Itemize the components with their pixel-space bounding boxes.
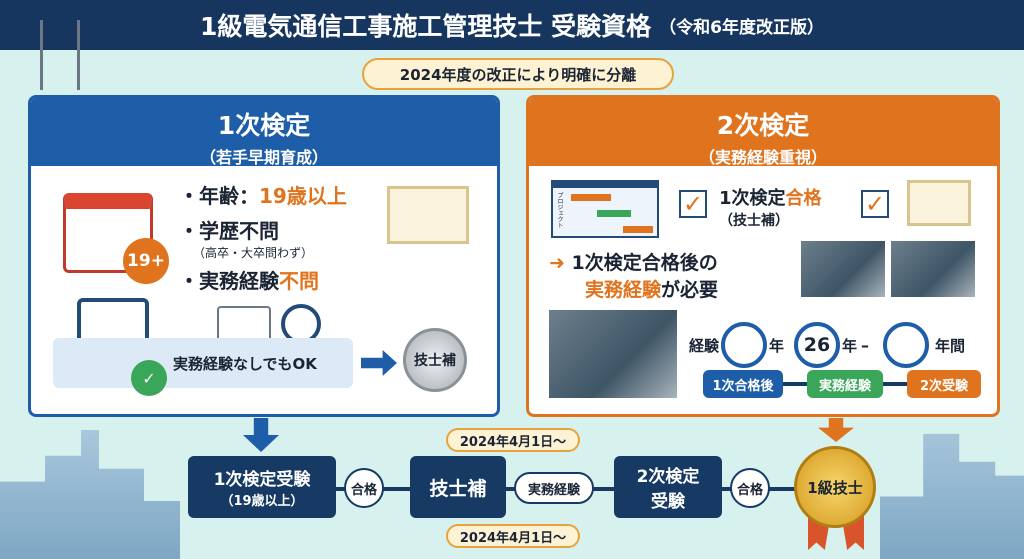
age-value: 19歳以上 [259, 184, 347, 208]
first-exam-title: 1次検定 [217, 111, 311, 140]
education-label: ・学歴不問 [179, 219, 279, 243]
flow-second-exam: 2次検定 受験 [614, 456, 722, 518]
antenna-tower-icon [40, 20, 80, 90]
arrow-down-icon [818, 418, 854, 442]
ok-text: 実務経験なしでもOK [173, 354, 317, 373]
experience-value: 不問 [279, 269, 319, 293]
city-skyline-left [0, 430, 180, 559]
gantt-label: プロジェクト [556, 192, 563, 228]
pass-requirement: 1次検定合格 （技士補） [719, 184, 822, 230]
year-unit: 年 [842, 336, 858, 355]
revision-banner: 2024年度の改正により明確に分離 [362, 58, 674, 90]
flow-step3-line2: 受験 [651, 492, 685, 512]
step-second-exam: 2次受験 [907, 370, 981, 398]
flow-step1-label: 1次検定受験 [213, 470, 311, 490]
title-bar: 1級電気通信工事施工管理技士 受験資格 （令和6年度改正版） [0, 0, 1024, 50]
arrow-right-icon [361, 350, 397, 376]
dash: – [861, 335, 870, 355]
flow-step2-label: 技士補 [429, 477, 487, 500]
worker-photo [801, 241, 885, 297]
second-exam-header: 2次検定 （実務経験重視） [529, 98, 997, 167]
flow-experience: 実務経験 [514, 472, 594, 504]
arrow-icon [783, 382, 807, 386]
flow-assistant: 技士補 [410, 456, 506, 518]
certificate-icon [387, 186, 469, 244]
education-note: （高卒・大卒問わず） [193, 246, 314, 260]
worker-photo [549, 310, 677, 398]
first-exam-requirements: ・年齢：19歳以上 ・学歴不問 （高卒・大卒問わず） ・実務経験不問 [179, 180, 347, 294]
years-clock: 26 [794, 322, 841, 368]
clock-icon [721, 322, 768, 368]
certificate-icon [907, 180, 971, 226]
worker-photo [891, 241, 975, 297]
page-title: 1級電気通信工事施工管理技士 受験資格 [200, 12, 652, 41]
flow-first-exam: 1次検定受験 （19歳以上） [188, 456, 336, 518]
checkbox-icon: ✓ [861, 190, 889, 218]
date-bubble-top: 2024年4月1日～ [446, 428, 580, 452]
exp-prefix: 経験 [689, 336, 720, 355]
second-exam-subtitle: （実務経験重視） [698, 148, 827, 167]
page-subtitle: （令和6年度改正版） [659, 17, 824, 38]
first-class-medal: 1級技士 [794, 446, 876, 528]
age-label: ・年齢： [179, 184, 259, 208]
clock-icon [883, 322, 930, 368]
second-exam-title: 2次検定 [716, 111, 810, 140]
need-line1: 1次検定合格後の [571, 252, 718, 274]
pass-label: 1次検定 [719, 188, 786, 209]
first-exam-panel: 1次検定 （若手早期育成） 19+ ・年齢：19歳以上 ・学歴不問 （高卒・大卒… [28, 95, 500, 417]
arrow-down-icon [243, 418, 279, 452]
flow-pass-1: 合格 [344, 468, 384, 508]
final-label: 1級技士 [807, 478, 863, 497]
years-value: 26 [803, 334, 831, 356]
first-exam-subtitle: （若手早期育成） [199, 148, 328, 167]
need-rest: が必要 [661, 279, 719, 301]
arrow-icon: ➜ [549, 252, 572, 274]
arrow-icon [883, 382, 907, 386]
medal-label: 技士補 [414, 353, 456, 369]
years-suffix: 年間 [935, 336, 966, 355]
gantt-chart-icon: プロジェクト [551, 180, 659, 238]
assistant-medal: 技士補 [403, 328, 467, 392]
city-skyline-right [880, 433, 1024, 559]
experience-needed: ➜ 1次検定合格後の 実務経験が必要 [549, 248, 718, 302]
id-card-icon [217, 306, 271, 342]
flow-step3-line1: 2次検定 [636, 467, 700, 487]
experience-years-row: 経験 年 26 年 – 年間 [689, 320, 989, 370]
flow-step1-note: （19歳以上） [220, 494, 304, 509]
calendar-icon [63, 193, 153, 273]
year-unit: 年 [769, 336, 785, 355]
age-badge: 19+ [123, 238, 169, 284]
flow-pass-2: 合格 [730, 468, 770, 508]
need-orange: 実務経験 [585, 279, 662, 301]
checkbox-icon: ✓ [679, 190, 707, 218]
pass-value: 合格 [785, 188, 822, 209]
step-flow: 1次合格後 実務経験 2次受験 [703, 370, 981, 398]
step-experience: 実務経験 [807, 370, 883, 398]
experience-label: ・実務経験 [179, 269, 279, 293]
ok-banner: 実務経験なしでもOK [53, 338, 353, 388]
second-exam-panel: 2次検定 （実務経験重視） プロジェクト ✓ 1次検定合格 （技士補） ✓ ➜ … [526, 95, 1000, 417]
step-first-pass: 1次合格後 [703, 370, 783, 398]
check-icon: ✓ [131, 360, 167, 396]
date-bubble-bottom: 2024年4月1日～ [446, 524, 580, 548]
pass-note: （技士補） [719, 213, 789, 229]
first-exam-header: 1次検定 （若手早期育成） [31, 98, 497, 167]
